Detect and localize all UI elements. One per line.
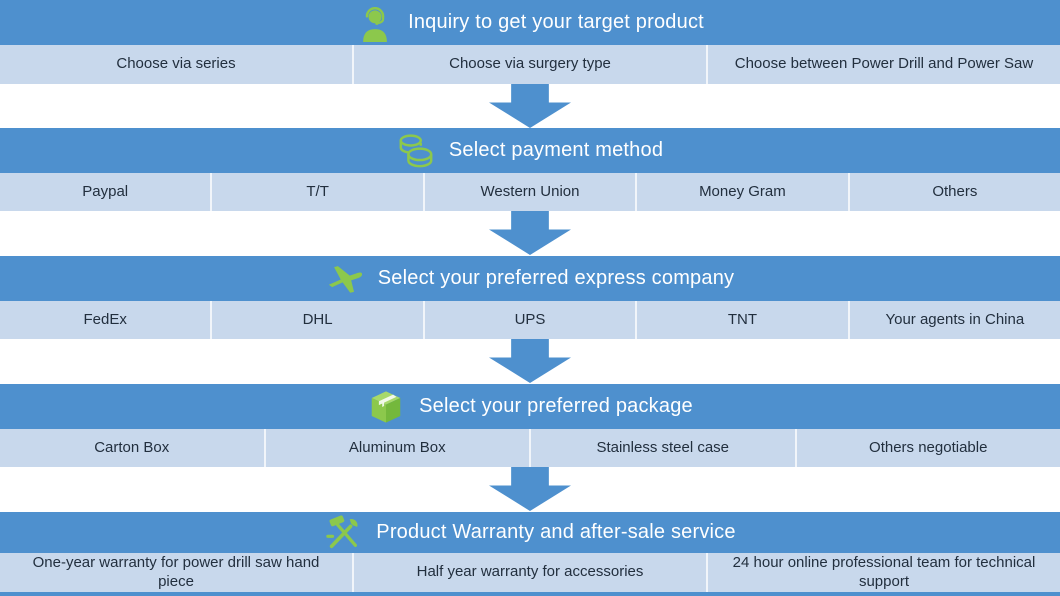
section-title: Select your preferred express company [377, 267, 735, 289]
option-cell: Paypal [82, 182, 129, 200]
section-header-inquiry: Inquiry to get your target product [0, 0, 1060, 45]
section-header-package: Select your preferred package [0, 384, 1060, 429]
option-cell: Carton Box [94, 438, 170, 456]
option-cell: Choose between Power Drill and Power Saw [706, 45, 1060, 84]
options-row-inquiry: Choose via series Choose via surgery typ… [0, 45, 1060, 84]
headset-person-icon [356, 4, 394, 42]
option-cell: TNT [635, 301, 847, 339]
down-arrow [489, 84, 571, 128]
section-title: Select payment method [448, 139, 664, 161]
options-row-warranty: One-year warranty for power drill saw ha… [0, 553, 1060, 592]
option-cell: Stainless steel case [529, 429, 795, 467]
tools-icon [324, 514, 362, 552]
options-row-package: Carton Box Aluminum Box Stainless steel … [0, 429, 1060, 467]
coins-icon [397, 132, 435, 170]
option-cell: Your agents in China [847, 301, 1060, 339]
option-cell: T/T [210, 173, 422, 211]
options-row-express: FedEx DHL UPS TNT Your agents in China [0, 301, 1060, 339]
airplane-icon [326, 260, 364, 298]
option-cell: One-year warranty for power drill saw ha… [32, 553, 320, 590]
option-cell: Money Gram [635, 173, 847, 211]
option-cell: Others negotiable [794, 429, 1060, 467]
section-title: Inquiry to get your target product [408, 11, 704, 33]
option-cell: UPS [422, 301, 635, 339]
bottom-border [0, 592, 1060, 596]
option-cell: Half year warranty for accessories [352, 553, 706, 592]
down-arrow [489, 339, 571, 383]
package-icon [367, 388, 405, 426]
option-cell: 24 hour online professional team for tec… [706, 553, 1060, 592]
option-cell: Western Union [422, 173, 635, 211]
options-row-payment: Paypal T/T Western Union Money Gram Othe… [0, 173, 1060, 211]
down-arrow [489, 211, 571, 255]
option-cell: Choose via series [116, 55, 236, 73]
option-cell: Aluminum Box [263, 429, 530, 467]
section-title: Product Warranty and after-sale service [376, 521, 736, 543]
section-header-payment: Select payment method [0, 128, 1060, 173]
option-cell: Choose via surgery type [352, 45, 706, 84]
option-cell: DHL [210, 301, 422, 339]
option-cell: Others [847, 173, 1060, 211]
option-cell: FedEx [83, 310, 127, 328]
section-header-express: Select your preferred express company [0, 256, 1060, 301]
section-header-warranty: Product Warranty and after-sale service [0, 512, 1060, 553]
down-arrow [489, 467, 571, 511]
section-title: Select your preferred package [419, 395, 693, 417]
